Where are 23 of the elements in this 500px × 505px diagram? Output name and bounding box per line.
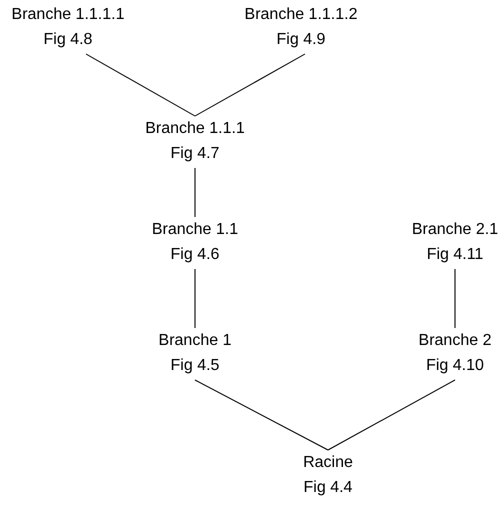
connector-line (328, 380, 456, 450)
node-title: Racine (303, 453, 353, 473)
figure-reference: Fig 4.10 (426, 356, 484, 376)
node-title: Branche 1.1.1.1 (12, 5, 124, 25)
node-title: Branche 2.1 (412, 220, 498, 240)
node-title: Branche 1.1.1 (145, 119, 245, 139)
connector-line (194, 54, 306, 116)
figure-reference: Fig 4.9 (276, 30, 326, 50)
figure-reference: Fig 4.4 (304, 478, 352, 498)
connector-line (454, 268, 456, 328)
node-title: Branche 1 (158, 331, 232, 351)
figure-reference: Fig 4.6 (170, 245, 220, 265)
figure-reference: Fig 4.7 (170, 144, 220, 164)
connector-line (194, 168, 196, 218)
figure-reference: Fig 4.11 (426, 245, 484, 265)
node-title: Branche 1.1 (152, 220, 238, 240)
node-title: Branche 1.1.1.2 (244, 5, 358, 25)
connector-line (194, 268, 196, 328)
connector-line (194, 380, 328, 450)
figure-reference: Fig 4.8 (44, 30, 92, 50)
figure-reference: Fig 4.5 (170, 356, 220, 376)
node-title: Branche 2 (418, 331, 492, 351)
connector-line (86, 54, 196, 116)
